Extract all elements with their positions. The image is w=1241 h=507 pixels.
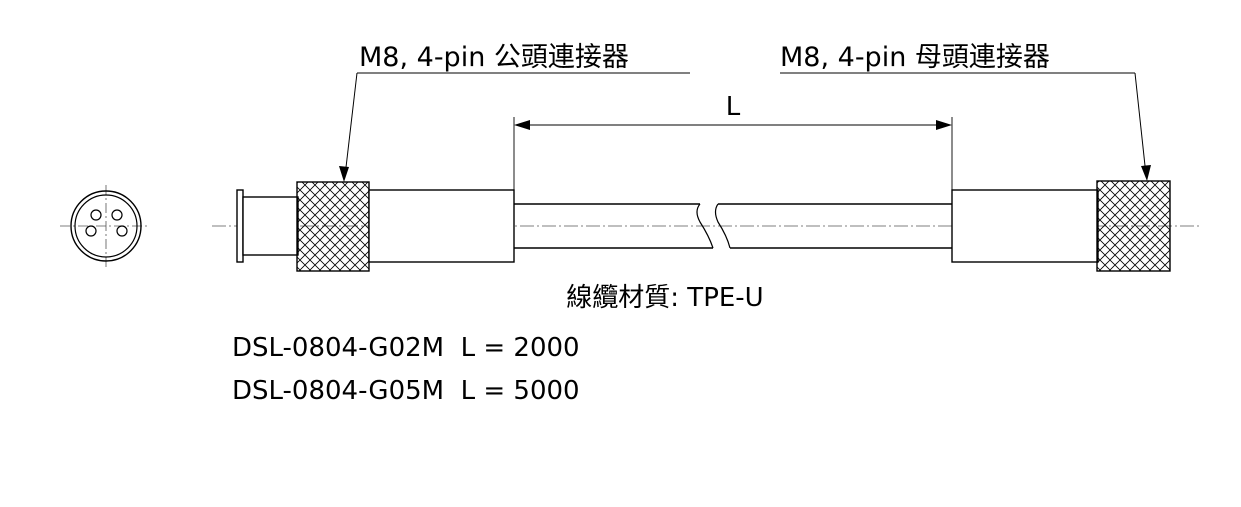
female-connector xyxy=(951,180,1171,272)
pin-hole xyxy=(90,209,102,221)
length-symbol: L xyxy=(726,92,741,122)
female-connector-label: M8, 4-pin 母頭連接器 xyxy=(780,42,1050,73)
pin-hole xyxy=(111,209,123,221)
connector-face-view xyxy=(60,185,150,270)
male-connector-label: M8, 4-pin 公頭連接器 xyxy=(359,42,629,73)
pin-hole xyxy=(85,225,97,237)
length-dimension: L xyxy=(513,92,953,190)
male-connector xyxy=(236,181,515,272)
male-connector-leader: M8, 4-pin 公頭連接器 xyxy=(339,42,690,182)
male-knurled-nut xyxy=(296,181,370,272)
cable-material-text: 線纜材質: TPE-U xyxy=(566,283,763,313)
cable xyxy=(514,203,952,249)
female-connector-leader: M8, 4-pin 母頭連接器 xyxy=(780,42,1151,181)
pin-hole xyxy=(116,225,128,237)
model-line: DSL-0804-G05M L = 5000 xyxy=(232,376,580,406)
model-line: DSL-0804-G02M L = 2000 xyxy=(232,333,580,363)
female-knurled-nut xyxy=(1096,180,1171,272)
